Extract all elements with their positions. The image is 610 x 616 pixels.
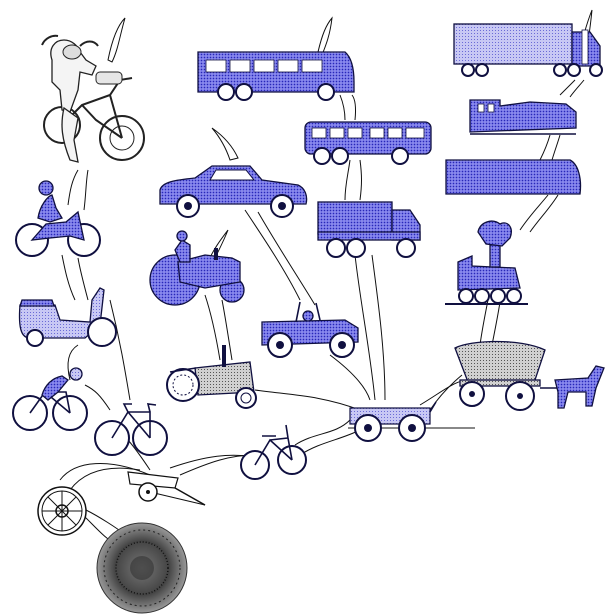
tractor-icon	[166, 345, 257, 409]
edge-road-bike-to-cyclist	[84, 384, 111, 411]
edge-handcart-ground	[149, 491, 206, 506]
cart-icon	[349, 401, 437, 442]
spoked-wheel-icon	[37, 486, 87, 536]
horse-icon	[554, 365, 605, 409]
edge-early-tractor-to-tractor	[204, 294, 221, 361]
edge-railcar-to-diesel	[539, 134, 551, 161]
edge-covered-wagon-to-locomotive	[479, 299, 489, 346]
log-roller-icon	[96, 522, 188, 614]
edge-locomotive-to-railcar-2	[529, 194, 559, 233]
edge-cart-to-truck	[354, 254, 376, 401]
scooter-icon	[18, 287, 117, 347]
car-icon	[159, 165, 308, 218]
railcar-icon	[445, 159, 582, 195]
branch-tip-car	[211, 127, 239, 161]
semi-truck-icon	[453, 23, 603, 77]
edge-bus-to-coach	[339, 94, 346, 121]
edge-railcar-to-diesel-2	[551, 134, 561, 161]
edge-scooter-to-motorbike	[61, 254, 76, 301]
edge-jeep-to-car-2	[257, 211, 316, 306]
road-bicycle-icon	[94, 403, 168, 456]
jeep-icon	[261, 301, 359, 358]
edge-motorbike-to-motorcycle	[67, 169, 79, 206]
edge-bus-to-coach-2	[351, 94, 357, 121]
edge-truck-to-bus-2	[359, 159, 362, 201]
early-bicycle-icon	[240, 424, 307, 480]
edge-cyclist-to-scooter	[67, 344, 79, 381]
covered-wagon-icon	[454, 340, 560, 411]
edge-truck-to-bus	[344, 159, 351, 201]
edge-cart-to-jeep	[329, 354, 371, 401]
cyclist-icon	[12, 367, 88, 431]
edge-diesel-to-semi-2	[569, 79, 585, 98]
edge-scooter-to-motorbike-2	[77, 257, 89, 301]
connection-lines	[59, 79, 585, 549]
edge-cart-to-early-tractor	[254, 389, 361, 411]
edge-early-tractor-to-tractor-2	[221, 299, 233, 361]
edge-wheel-to-handcart-2	[59, 463, 151, 481]
edge-handcart-to-road-bicycle	[127, 439, 151, 471]
edge-cart-to-truck-2	[371, 254, 386, 401]
edge-diesel-to-semi	[559, 79, 576, 96]
motorbike-icon	[15, 180, 101, 257]
edge-covered-wagon-to-locomotive-2	[491, 301, 501, 346]
edge-jeep-to-car	[244, 209, 301, 301]
edge-motorbike-to-motorcycle-2	[83, 169, 89, 211]
bus-icon	[304, 121, 432, 165]
motorcycle-icon	[41, 34, 145, 163]
tractor-driver-icon	[149, 230, 245, 306]
edge-road-bike-up	[109, 299, 131, 401]
diesel-locomotive-icon	[469, 99, 577, 135]
steam-locomotive-icon	[445, 220, 528, 305]
truck-icon	[317, 201, 421, 258]
coach-icon	[197, 51, 355, 101]
handcart-icon	[127, 471, 206, 506]
branch-tip-coach	[317, 16, 333, 56]
edge-bicycle-to-cart-2	[294, 419, 351, 446]
branch-tip-motorcycle	[107, 17, 126, 63]
edge-locomotive-to-railcar	[519, 194, 549, 231]
edge-bicycle-to-cart	[299, 429, 361, 456]
